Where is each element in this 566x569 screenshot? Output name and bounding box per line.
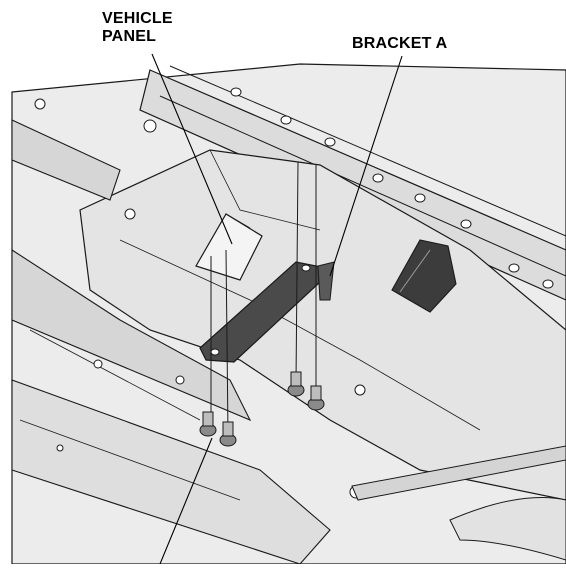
bracket-a-label: BRACKET A — [352, 35, 448, 52]
vehicle-panel-part — [195, 213, 263, 281]
leader-lines — [151, 53, 403, 565]
bracket-a-part — [199, 261, 335, 363]
lower-rod — [351, 445, 566, 561]
vehicle-panel-label-line1: VEHICLE — [102, 10, 173, 27]
bracket-a-leader — [329, 55, 403, 277]
vehicle-panel-leader — [151, 53, 233, 245]
floor-panel — [79, 149, 566, 501]
bolts — [199, 161, 325, 447]
vehicle-panel-label-line2: PANEL — [102, 28, 157, 45]
vehicle-panel-label: VEHICLE PANEL — [102, 10, 173, 46]
right-rail-bracket — [391, 239, 457, 313]
left-frame-members — [11, 119, 331, 565]
bolt-leader — [159, 437, 213, 565]
